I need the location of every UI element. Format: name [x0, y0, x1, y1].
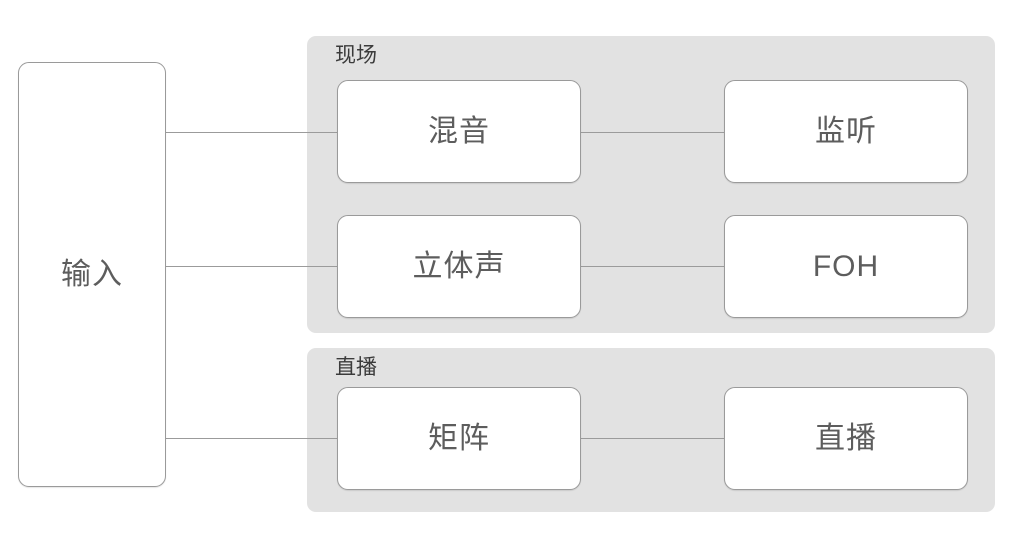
node-foh-label: FOH: [812, 249, 880, 283]
edge-input-to-mix: [166, 132, 338, 133]
node-stereo-label: 立体声: [412, 249, 506, 283]
node-input[interactable]: 输入: [18, 62, 166, 487]
node-matrix-label: 矩阵: [428, 421, 490, 455]
node-mix[interactable]: 混音: [337, 80, 581, 183]
node-input-label: 输入: [61, 257, 123, 291]
group-live-title: 现场: [335, 44, 377, 67]
edge-matrix-to-livestream: [580, 438, 725, 439]
edge-input-to-stereo: [166, 266, 338, 267]
node-foh[interactable]: FOH: [724, 215, 968, 318]
node-livestream-label: 直播: [815, 421, 877, 455]
node-matrix[interactable]: 矩阵: [337, 387, 581, 490]
group-stream-title: 直播: [335, 356, 377, 379]
edge-mix-to-monitor: [580, 132, 725, 133]
node-mix-label: 混音: [428, 114, 490, 148]
node-livestream[interactable]: 直播: [724, 387, 968, 490]
node-monitor-label: 监听: [815, 114, 877, 148]
edge-stereo-to-foh: [580, 266, 725, 267]
edge-input-to-matrix: [166, 438, 338, 439]
node-monitor[interactable]: 监听: [724, 80, 968, 183]
node-stereo[interactable]: 立体声: [337, 215, 581, 318]
